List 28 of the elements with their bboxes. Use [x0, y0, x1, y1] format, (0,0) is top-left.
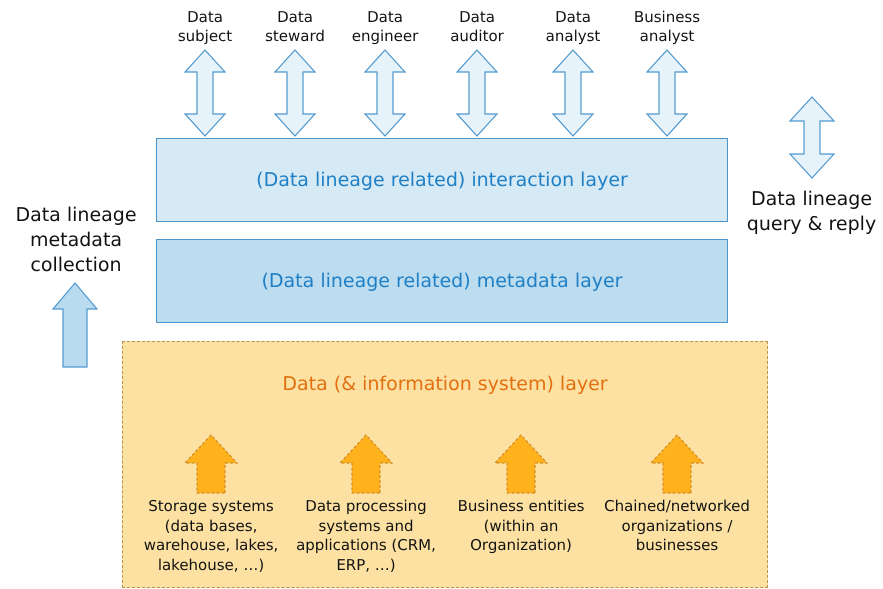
layer-box	[156, 239, 728, 323]
role-label: Business analyst	[632, 8, 702, 46]
role-label: Data auditor	[449, 8, 505, 46]
layer-title: (Data lineage related) interaction layer	[256, 168, 628, 192]
block-arrow	[646, 49, 688, 137]
layer-box	[156, 138, 728, 222]
block-arrow	[552, 49, 594, 137]
block-arrow	[338, 434, 394, 494]
block-arrow	[456, 49, 498, 137]
system-label: Business entities (within an Organization)	[456, 497, 586, 556]
side-label: Data lineage metadata collection	[14, 203, 138, 278]
role-label: Data steward	[265, 8, 325, 46]
block-arrow	[184, 49, 226, 137]
role-label: Data analyst	[544, 8, 602, 46]
block-arrow	[274, 49, 316, 137]
system-label: Storage systems (data bases, warehouse, lakes, lakehouse, …)	[142, 497, 280, 575]
system-label: Chained/networked organizations / businesses	[603, 497, 751, 556]
role-label: Data engineer	[350, 8, 420, 46]
role-label: Data subject	[176, 8, 234, 46]
layer-title: (Data lineage related) metadata layer	[262, 269, 622, 293]
layer-title: Data (& information system) layer	[282, 372, 608, 396]
block-arrow	[184, 434, 238, 494]
block-arrow	[650, 434, 704, 494]
side-label: Data lineage query & reply	[746, 187, 878, 237]
block-arrow	[494, 434, 548, 494]
system-label: Data processing systems and applications (CRM, ERP, …)	[295, 497, 437, 575]
block-arrow	[364, 49, 406, 137]
layer-panel	[122, 341, 768, 588]
